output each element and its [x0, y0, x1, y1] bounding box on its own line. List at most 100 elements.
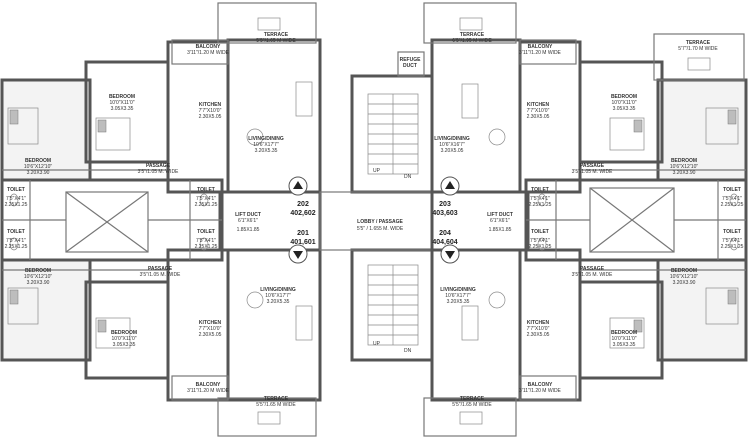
lift-duct-left-size-m: 1.85X1.85 — [237, 227, 260, 233]
up-arrow-icon — [293, 181, 303, 189]
refuge-duct-box — [397, 51, 425, 77]
kitchen-bottom-left-size-m: 2.30X5.05 — [199, 332, 222, 338]
terrace-top-right-outline — [423, 2, 517, 44]
room-labels: TERRACE 5'5"/1.65 M WIDE TERRACE 6'5"/1.… — [5, 32, 744, 408]
toilet-7-size-ft: 7'5"X4'1" — [722, 196, 742, 202]
balcony-bottom-right-outline — [519, 375, 577, 401]
bedroom-large-top-right-size-m: 3.20X3.90 — [673, 170, 696, 176]
living-top-left-size-m: 3.20X5.35 — [255, 148, 278, 154]
terrace-table-icon — [687, 57, 711, 71]
terrace-bottom-right-outline — [423, 397, 517, 437]
dining-table-icon — [246, 128, 264, 146]
terrace-top-right-label: TERRACE — [460, 32, 485, 38]
balcony-top-right-outline — [519, 39, 577, 65]
dining-table-icon — [488, 291, 506, 309]
terrace-top-left-label: TERRACE — [264, 32, 289, 38]
toilet-7-label: TOILET — [723, 187, 741, 193]
lift-shaft-left — [65, 191, 149, 253]
toilet-8-size-m: 2.25X1.25 — [721, 244, 744, 250]
living-top-right-size-ft: 10'6"X16'7" — [439, 142, 465, 148]
bedroom-small-top-left-size-ft: 10'0"X11'0" — [109, 100, 134, 106]
balcony-bottom-left-size: 3'11"/1.20 M WIDE — [187, 388, 229, 394]
stair-top-up-label: UP — [373, 168, 381, 174]
bedroom-small-top-left-size-m: 3.05X3.35 — [111, 106, 134, 112]
terrace-top-right-size: 6'5"/1.95 M WIDE — [452, 38, 492, 44]
toilet-2-label: TOILET — [7, 229, 25, 235]
kitchen-bottom-right-size-m: 2.30X5.05 — [527, 332, 550, 338]
toilet-7-size-m: 2.25X1.25 — [721, 202, 744, 208]
bedroom-large-top-left-size-ft: 10'6"X12'10" — [24, 164, 52, 170]
bedroom-large-bottom-left-label: BEDROOM — [25, 268, 51, 274]
terrace-bottom-left-outline — [217, 397, 317, 437]
toilet-3-label: TOILET — [197, 187, 215, 193]
toilet-2-size-ft: 7'5"X4'1" — [6, 238, 26, 244]
bedroom-large-bottom-right-size-m: 3.20X3.90 — [673, 280, 696, 286]
terrace-table-icon — [459, 17, 483, 31]
toilet-6-size-ft: 7'5"X4'1" — [530, 238, 550, 244]
left-block — [0, 2, 322, 437]
living-bottom-left-size-m: 3.20X5.35 — [267, 299, 290, 305]
passage-bottom-right-label: PASSAGE — [580, 266, 605, 272]
terrace-far-right-label: TERRACE — [686, 40, 711, 46]
sofa-icon — [461, 305, 479, 341]
bedroom-small-top-right-size-ft: 10'0"X11'0" — [611, 100, 636, 106]
bedroom-large-bottom-left-size-m: 3.20X3.90 — [27, 280, 50, 286]
toilet-2-size-m: 2.25X1.25 — [5, 244, 28, 250]
terrace-bottom-left-label: TERRACE — [264, 396, 289, 402]
unit-202-line1: 202 — [297, 201, 309, 208]
stair-bottom-dn-label: DN — [404, 348, 412, 354]
bed-icon — [7, 107, 39, 145]
unit-204-line2: 404,604 — [432, 239, 457, 246]
stair-top-dn-label: DN — [404, 174, 412, 180]
bedroom-large-top-left-size-m: 3.20X3.90 — [27, 170, 50, 176]
terrace-table-icon — [257, 17, 281, 31]
passage-bottom-right-size: 3'5"/1.05 M. WIDE — [572, 272, 613, 278]
terrace-table-icon — [459, 411, 483, 425]
balcony-top-left-outline — [171, 39, 229, 65]
toilet-4-size-m: 2.25X1.25 — [195, 244, 218, 250]
terrace-far-right-size: 5'7"/1.70 M WIDE — [678, 46, 718, 52]
unit-202-line2: 402,602 — [290, 210, 315, 217]
refuge-duct-line1: REFUGE — [400, 57, 422, 63]
bedroom-small-top-right-size-m: 3.05X3.35 — [613, 106, 636, 112]
wc-icon — [729, 193, 739, 207]
kitchen-top-right-size-ft: 7'7"X10'0" — [527, 108, 550, 114]
wc-icon — [9, 237, 19, 251]
kitchen-top-left-size-ft: 7'7"X10'0" — [199, 108, 222, 114]
toilet-1-label: TOILET — [7, 187, 25, 193]
wc-icon — [537, 237, 547, 251]
wc-icon — [729, 237, 739, 251]
lift-duct-left-label: LIFT DUCT — [235, 212, 261, 218]
sofa-icon — [295, 305, 313, 341]
wc-icon — [537, 193, 547, 207]
lift-duct-left-size-ft: 6'1"X6'1" — [238, 218, 258, 224]
toilet-8-size-ft: 7'5"X4'1" — [722, 238, 742, 244]
kitchen-top-left-label: KITCHEN — [199, 102, 222, 108]
up-arrow-icon — [445, 181, 455, 189]
living-top-right-size-m: 3.20X5.05 — [441, 148, 464, 154]
lift-duct-right-size-m: 1.85X1.85 — [489, 227, 512, 233]
furniture — [7, 17, 739, 425]
balcony-bottom-right-label: BALCONY — [528, 382, 553, 388]
bedroom-large-top-left-label: BEDROOM — [25, 158, 51, 164]
living-top-right-walls — [430, 38, 522, 194]
lobby-label: LOBBY / PASSAGE — [357, 219, 403, 225]
kitchen-bottom-left-size-ft: 7'7"X10'0" — [199, 326, 222, 332]
unit-201-line2: 401,601 — [290, 239, 315, 246]
terrace-top-left-outline — [217, 2, 317, 44]
unit-201-line1: 201 — [297, 230, 309, 237]
down-arrow-icon — [293, 251, 303, 259]
living-top-left-label: LIVING/DINING — [248, 136, 284, 142]
living-top-left-size-ft: 10'6"X17'7" — [253, 142, 279, 148]
terrace-table-icon — [257, 411, 281, 425]
balcony-top-left-size: 3'11"/1.20 M WIDE — [187, 50, 229, 56]
toilet-3-size-ft: 7'5"X4'1" — [196, 196, 216, 202]
toilet-5-size-ft: 7'5"X4'1" — [530, 196, 550, 202]
kitchen-top-left-size-m: 2.30X5.05 — [199, 114, 222, 120]
toilet-4-size-ft: 7'5"X4'1" — [196, 238, 216, 244]
lift-duct-right-label: LIFT DUCT — [487, 212, 513, 218]
